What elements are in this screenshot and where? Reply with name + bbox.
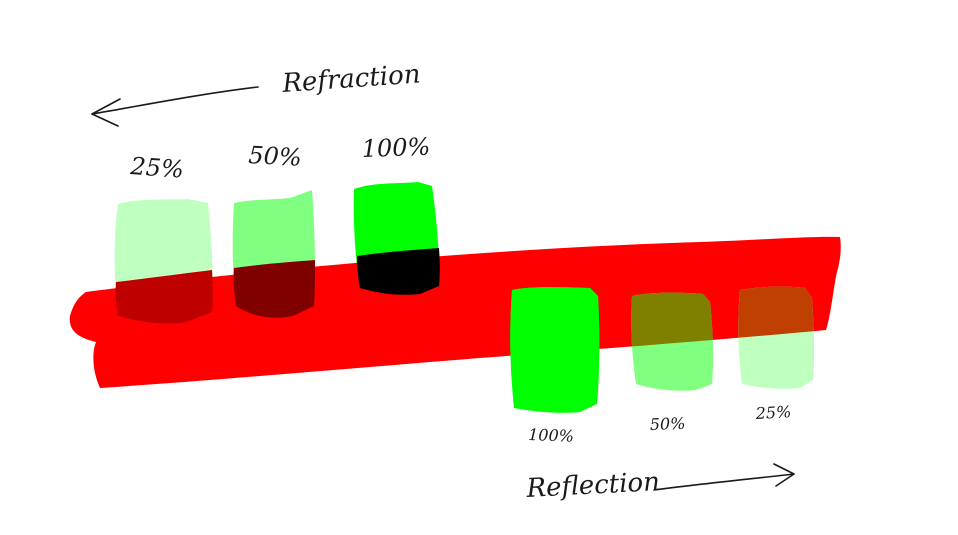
overlap-50 bbox=[233, 260, 315, 318]
reflection-label-25: 25% bbox=[754, 402, 792, 423]
reflection-label-50: 50% bbox=[649, 414, 685, 434]
refraction-label-25: 25% bbox=[129, 152, 185, 184]
refraction-label: Refraction bbox=[280, 59, 421, 99]
refraction-label-100: 100% bbox=[361, 133, 431, 163]
refraction-label-50: 50% bbox=[248, 141, 303, 172]
reflection-label-100: 100% bbox=[528, 425, 574, 446]
refraction-arrow bbox=[91, 86, 259, 127]
reflection-arrow bbox=[653, 463, 795, 491]
overlap-25 bbox=[115, 270, 213, 324]
reflection-label: Reflection bbox=[525, 467, 661, 504]
overlap-100 bbox=[357, 248, 440, 295]
refraction-overlaps bbox=[115, 248, 440, 324]
